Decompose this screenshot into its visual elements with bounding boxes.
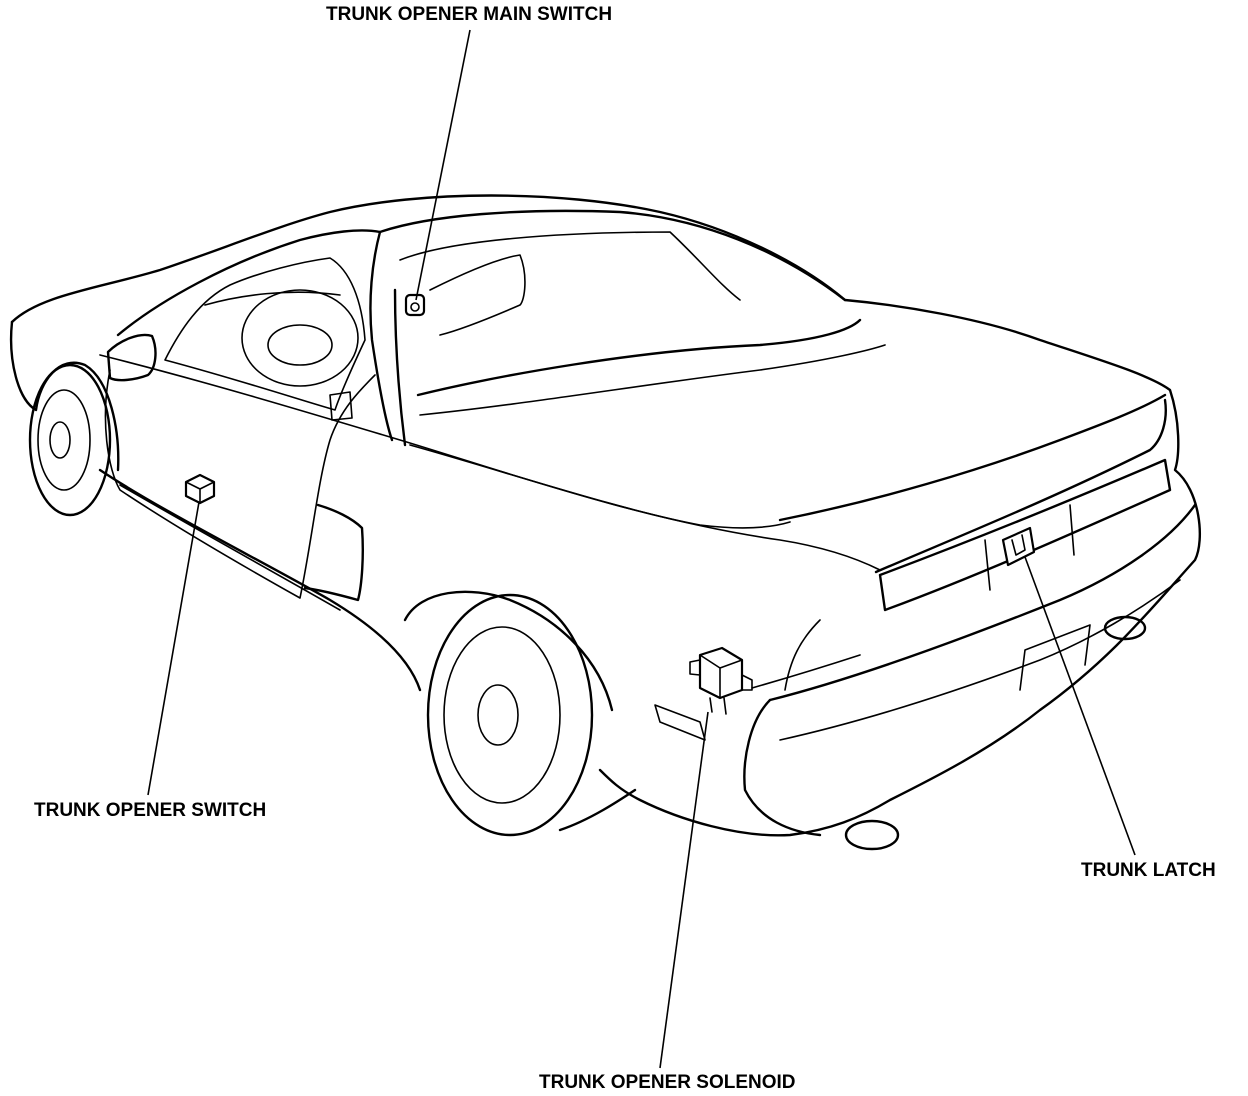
rear-bumper-lower <box>779 579 1181 741</box>
car-illustration <box>9 194 1201 851</box>
exhaust-tip-right <box>1103 615 1147 641</box>
leader-solenoid <box>659 711 709 1069</box>
door-handle <box>329 391 353 421</box>
leader-opener-switch <box>147 501 200 796</box>
b-pillar <box>393 288 407 447</box>
taillight-divider-2 <box>1069 504 1075 556</box>
leader-latch <box>1024 556 1136 856</box>
label-trunk-opener-main-switch: TRUNK OPENER MAIN SWITCH <box>326 4 612 25</box>
trunk-opener-switch <box>184 473 216 505</box>
label-trunk-latch: TRUNK LATCH <box>1081 860 1216 881</box>
engine-deck-edge <box>419 344 886 416</box>
rear-quarter <box>743 698 822 837</box>
side-marker <box>654 704 706 741</box>
steering-wheel-hub <box>267 324 333 366</box>
taillight-divider-1 <box>984 539 991 591</box>
side-air-intake <box>303 503 364 602</box>
steering-wheel <box>241 289 359 387</box>
trunk-lid <box>778 393 1167 522</box>
label-trunk-opener-switch: TRUNK OPENER SWITCH <box>34 800 266 821</box>
license-plate-recess <box>1019 624 1091 691</box>
rear-glass-inner <box>429 254 526 336</box>
roof-outline <box>378 209 847 302</box>
trunk-opener-main-switch <box>404 293 426 317</box>
label-trunk-opener-solenoid: TRUNK OPENER SOLENOID <box>539 1072 796 1093</box>
trunk-latch <box>1001 526 1036 567</box>
exhaust-tip-left <box>844 819 900 851</box>
car-body-outline <box>10 194 1201 837</box>
door-outline <box>104 369 376 599</box>
leader-main-switch <box>415 29 471 301</box>
side-sill-inner <box>119 484 341 611</box>
taillight-bar <box>878 458 1172 612</box>
side-mirror <box>106 333 157 382</box>
rear-spoiler <box>874 398 1167 574</box>
trunk-lid-edge <box>409 444 791 529</box>
windshield-frame <box>116 229 382 337</box>
quarter-crease <box>784 619 821 691</box>
a-pillar <box>369 230 394 442</box>
engine-deck <box>416 318 862 397</box>
trunk-opener-solenoid <box>689 646 861 715</box>
front-wheel <box>28 363 112 517</box>
side-window <box>164 257 366 411</box>
rear-wheel-arch <box>403 590 614 712</box>
rear-glass <box>399 231 741 301</box>
rear-wheel <box>426 593 637 837</box>
side-sill <box>98 468 422 692</box>
dashboard <box>204 291 341 306</box>
